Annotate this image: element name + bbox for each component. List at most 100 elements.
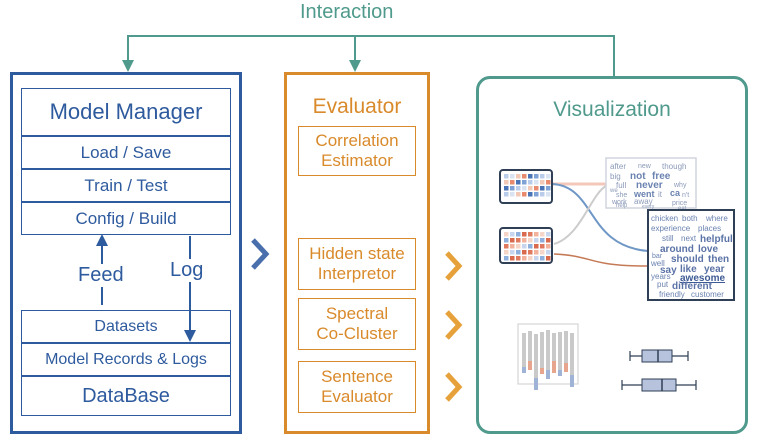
svg-text:work: work: [611, 199, 627, 206]
svg-text:both: both: [682, 214, 698, 223]
matrix-cell: [504, 256, 509, 261]
bar-mark: [528, 331, 532, 361]
matrix-cell: [540, 174, 545, 179]
matrix-cell: [534, 186, 539, 191]
matrix-cell: [510, 192, 515, 197]
matrix-cell: [546, 186, 551, 191]
hidden-state-matrix-red: [499, 227, 553, 264]
matrix-cell: [510, 256, 515, 261]
svg-text:away: away: [634, 197, 653, 206]
matrix-cell: [528, 174, 533, 179]
matrix-cell: [528, 232, 533, 237]
chevron-ev-to-vis-3: [445, 372, 463, 402]
matrix-cell: [510, 186, 515, 191]
matrix-cell: [516, 244, 521, 249]
svg-text:awesome: awesome: [680, 273, 725, 284]
bar-mark: [570, 333, 574, 375]
load-save-box: Load / Save: [21, 136, 231, 169]
word-cloud-bottom: chicken both where experience places sti…: [647, 209, 735, 301]
database-label: DataBase: [82, 384, 170, 407]
evaluator-panel: [284, 72, 430, 434]
model-manager-panel: [10, 72, 242, 434]
interaction-label: Interaction: [300, 1, 394, 23]
matrix-cell: [522, 256, 527, 261]
box-plot-1: [629, 349, 689, 363]
bar-mark-accent: [564, 363, 568, 372]
matrix-cell: [528, 192, 533, 197]
sentence-bars-chart: [517, 323, 579, 390]
matrix-cell: [522, 232, 527, 237]
svg-text:places: places: [698, 224, 721, 233]
matrix-cell: [522, 180, 527, 185]
matrix-cell: [534, 174, 539, 179]
svg-text:different: different: [672, 281, 713, 292]
svg-text:experience: experience: [651, 224, 691, 233]
correlation-estimator-box: Correlation Estimator: [298, 126, 416, 176]
box-plot-2: [621, 378, 697, 392]
svg-text:well: well: [650, 259, 665, 268]
chevron-ev-to-vis-1: [445, 251, 463, 281]
spectral-line2: Co-Cluster: [316, 324, 398, 343]
svg-text:chicken: chicken: [651, 214, 678, 223]
chevron-mm-to-ev: [251, 238, 270, 270]
sentence-line2: Evaluator: [321, 387, 393, 406]
matrix-cell: [534, 256, 539, 261]
svg-text:friendly: friendly: [659, 290, 685, 299]
matrix-cell: [534, 192, 539, 197]
correlation-label-line2: Estimator: [321, 151, 393, 170]
matrix-cell: [540, 186, 545, 191]
datasets-label: Datasets: [94, 317, 158, 335]
matrix-cell: [528, 238, 533, 243]
matrix-cell: [540, 192, 545, 197]
svg-text:full: full: [616, 181, 626, 190]
svg-text:price: price: [672, 200, 687, 207]
matrix-cell: [540, 238, 545, 243]
matrix-cell: [546, 250, 551, 255]
feed-label: Feed: [76, 264, 126, 287]
svg-text:every: every: [642, 204, 655, 210]
svg-text:help: help: [616, 203, 628, 209]
svg-text:like: like: [680, 264, 697, 275]
svg-text:customer: customer: [691, 290, 724, 299]
bar-mark-accent: [522, 367, 526, 373]
bar-mark-accent: [570, 375, 574, 387]
bar-mark: [522, 333, 526, 367]
visualization-panel: [476, 76, 748, 434]
matrix-cell: [540, 256, 545, 261]
matrix-cell: [516, 256, 521, 261]
train-test-box: Train / Test: [21, 169, 231, 202]
spectral-line1: Spectral: [325, 304, 389, 324]
matrix-cell: [546, 238, 551, 243]
chevron-ev-to-vis-2: [445, 310, 463, 340]
model-records-label: Model Records & Logs: [45, 350, 207, 368]
bar-mark: [546, 330, 550, 370]
svg-text:though: though: [662, 162, 686, 171]
hidden-state-interpretor-box: Hidden state Interpretor: [298, 238, 416, 290]
matrix-cell: [534, 244, 539, 249]
datasets-box: Datasets: [21, 310, 231, 343]
matrix-cell: [504, 244, 509, 249]
svg-text:should: should: [671, 254, 704, 265]
svg-text:put: put: [657, 280, 669, 289]
matrix-cell: [546, 180, 551, 185]
database-box: DataBase: [21, 376, 231, 416]
svg-text:not: not: [630, 171, 646, 182]
matrix-cell: [528, 250, 533, 255]
config-build-box: Config / Build: [21, 202, 231, 235]
hidden-state-matrix-blue: [499, 169, 553, 204]
matrix-cell: [504, 250, 509, 255]
matrix-cell: [534, 238, 539, 243]
matrix-cell: [504, 238, 509, 243]
config-build-label: Config / Build: [75, 208, 177, 228]
svg-text:never: never: [636, 180, 663, 191]
svg-text:around: around: [660, 244, 694, 255]
matrix-cell: [540, 250, 545, 255]
bar-mark: [558, 332, 562, 370]
matrix-cell: [540, 180, 545, 185]
svg-text:next: next: [681, 234, 697, 243]
matrix-cell: [546, 256, 551, 261]
matrix-cell: [510, 174, 515, 179]
svg-text:new: new: [638, 163, 652, 170]
svg-text:it: it: [658, 190, 663, 199]
